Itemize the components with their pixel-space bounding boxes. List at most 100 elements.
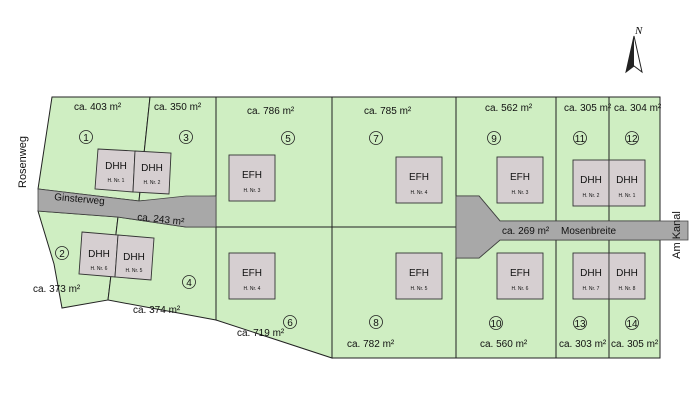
lot-number-8: 8 (373, 318, 379, 329)
am-kanal-label: Am Kanal (671, 211, 683, 259)
house-nr-13: H. Nr. 7 (583, 286, 600, 292)
lot-number-circle-13 (573, 316, 587, 330)
house-11 (572, 159, 610, 207)
house-9 (496, 156, 544, 204)
house-type-13: DHH (580, 268, 602, 279)
lot-number-circle-7 (369, 131, 383, 145)
house-nr-3: H. Nr. 6 (91, 266, 108, 272)
lot-number-circle-8 (369, 315, 383, 329)
house-nr-1: H. Nr. 1 (108, 178, 125, 184)
lot-areas: ca. 403 m² ca. 350 m² ca. 786 m² ca. 785… (33, 102, 662, 350)
lot-number-circles (55, 130, 639, 330)
lot-number-1: 1 (83, 133, 89, 144)
house-14 (608, 252, 646, 300)
ginsterweg-road (37, 188, 217, 228)
houses-layer (78, 148, 646, 300)
house-type-14: DHH (616, 268, 638, 279)
house-12 (608, 159, 646, 207)
house-nr-14: H. Nr. 8 (619, 286, 636, 292)
lot-number-5: 5 (285, 134, 291, 145)
lot-numbers: 1 3 5 7 9 11 12 2 4 6 8 10 13 14 (59, 133, 638, 330)
lot-number-6: 6 (287, 318, 293, 329)
lot-number-14: 14 (626, 319, 638, 330)
lot-area-4: ca. 374 m² (133, 305, 181, 316)
lot-area-3: ca. 350 m² (154, 102, 202, 113)
house-nr-6: H. Nr. 4 (244, 286, 261, 292)
house-type-7: EFH (409, 172, 429, 183)
lot-area-11: ca. 305 m² (564, 103, 612, 114)
lot-number-circle-4 (182, 275, 196, 289)
house-type-6: EFH (242, 268, 262, 279)
lot-area-5: ca. 786 m² (247, 106, 295, 117)
lot-number-4: 4 (186, 278, 192, 289)
rosenweg-label: Rosenweg (17, 136, 29, 188)
house-6 (228, 252, 276, 300)
lot-number-7: 7 (373, 134, 379, 145)
lot-number-circle-9 (487, 131, 501, 145)
lot-number-11: 11 (575, 134, 586, 145)
lot-number-circle-2 (55, 246, 69, 260)
lot-number-circle-3 (179, 130, 193, 144)
house-labels: DHH H. Nr. 1 DHH H. Nr. 2 DHH H. Nr. 6 D… (88, 161, 638, 292)
lot-number-circle-11 (573, 131, 587, 145)
house-nr-8: H. Nr. 5 (411, 286, 428, 292)
north-arrow-half-icon (626, 36, 634, 72)
house-type-4: DHH (123, 252, 145, 263)
lot-area-13: ca. 303 m² (559, 339, 607, 350)
house-type-1: DHH (105, 161, 127, 172)
lot-area-2: ca. 373 m² (33, 284, 81, 295)
lot-area-9: ca. 562 m² (485, 103, 533, 114)
house-nr-2: H. Nr. 2 (144, 180, 161, 186)
house-type-10: EFH (510, 268, 530, 279)
house-4 (114, 234, 155, 281)
house-10 (496, 252, 544, 300)
north-label: N (634, 25, 643, 37)
lot-number-circle-12 (625, 131, 639, 145)
house-13 (572, 252, 610, 300)
house-2 (132, 150, 172, 195)
north-arrow: N (625, 25, 643, 74)
ginsterweg-area-label: ca. 243 m² (137, 212, 186, 228)
house-nr-12: H. Nr. 1 (619, 193, 636, 199)
lot-area-14: ca. 305 m² (611, 339, 659, 350)
lot-area-8: ca. 782 m² (347, 339, 395, 350)
lot-number-circle-10 (489, 316, 503, 330)
mosenbreite-label: Mosenbreite (561, 226, 616, 237)
house-nr-9: H. Nr. 3 (512, 190, 529, 196)
house-type-12: DHH (616, 175, 638, 186)
lot-number-13: 13 (574, 319, 586, 330)
lot-area-10: ca. 560 m² (480, 339, 528, 350)
house-type-9: EFH (510, 172, 530, 183)
house-type-5: EFH (242, 170, 262, 181)
house-nr-11: H. Nr. 2 (583, 193, 600, 199)
roads-layer (37, 188, 689, 259)
ginsterweg-label: Ginsterweg (54, 192, 105, 207)
lot-area-12: ca. 304 m² (614, 103, 662, 114)
house-type-11: DHH (580, 175, 602, 186)
lot-number-2: 2 (59, 249, 65, 260)
lot-number-9: 9 (491, 134, 497, 145)
house-5 (228, 154, 276, 202)
house-7 (395, 156, 443, 204)
lot-number-12: 12 (626, 134, 638, 145)
house-8 (395, 252, 443, 300)
house-nr-4: H. Nr. 5 (126, 268, 143, 274)
house-type-2: DHH (141, 163, 163, 174)
house-nr-5: H. Nr. 3 (244, 188, 261, 194)
house-nr-10: H. Nr. 6 (512, 286, 529, 292)
lot-number-10: 10 (490, 319, 502, 330)
mosenbreite-road (455, 195, 689, 259)
house-type-8: EFH (409, 268, 429, 279)
lot-area-6: ca. 719 m² (237, 328, 285, 339)
lot-number-circle-5 (281, 131, 295, 145)
house-nr-7: H. Nr. 4 (411, 190, 428, 196)
mosenbreite-area-label: ca. 269 m² (502, 226, 550, 237)
lot-number-circle-6 (283, 315, 297, 329)
lot-area-1: ca. 403 m² (74, 102, 122, 113)
lot-number-circle-14 (625, 316, 639, 330)
lot-area-7: ca. 785 m² (364, 106, 412, 117)
house-type-3: DHH (88, 249, 110, 260)
lot-number-circle-1 (79, 130, 93, 144)
lot-number-3: 3 (183, 133, 189, 144)
